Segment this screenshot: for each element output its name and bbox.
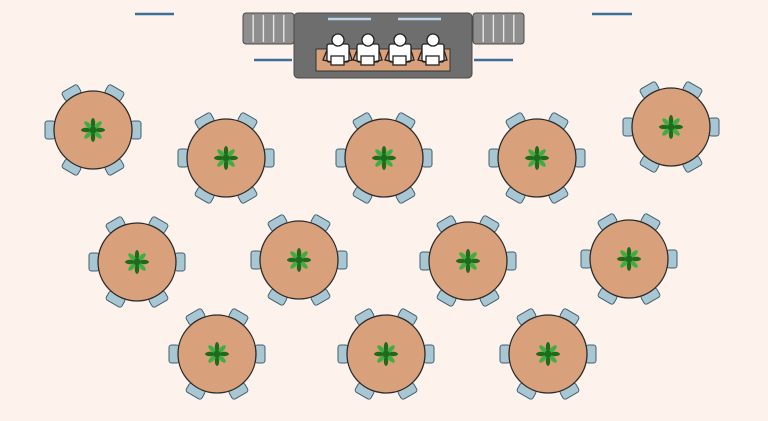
- round-table-10[interactable]: [168, 308, 266, 400]
- wall-markers: [135, 12, 632, 62]
- plant-centerpiece-icon: [525, 146, 549, 170]
- round-table-11[interactable]: [337, 308, 435, 400]
- round-table-7[interactable]: [250, 214, 348, 306]
- round-table-4[interactable]: [488, 112, 586, 204]
- plant-centerpiece-icon: [205, 342, 229, 366]
- round-table-8[interactable]: [419, 215, 517, 307]
- round-table-9[interactable]: [580, 213, 678, 305]
- plant-centerpiece-icon: [659, 115, 683, 139]
- head-table-stage: [242, 12, 525, 79]
- round-table-12[interactable]: [499, 308, 597, 400]
- left-riser: [242, 12, 295, 45]
- round-table-6[interactable]: [88, 216, 186, 308]
- seated-person-icon: [417, 33, 448, 66]
- round-tables-area: [44, 81, 720, 400]
- round-table-2[interactable]: [177, 112, 275, 204]
- plant-centerpiece-icon: [372, 146, 396, 170]
- plant-centerpiece-icon: [374, 342, 398, 366]
- plant-centerpiece-icon: [617, 247, 641, 271]
- plant-centerpiece-icon: [287, 248, 311, 272]
- seated-person-icon: [322, 33, 353, 66]
- plant-centerpiece-icon: [536, 342, 560, 366]
- seated-person-icon: [352, 33, 383, 66]
- plant-centerpiece-icon: [456, 249, 480, 273]
- right-riser: [472, 12, 525, 45]
- round-table-1[interactable]: [44, 84, 142, 176]
- round-table-3[interactable]: [335, 112, 433, 204]
- round-table-5[interactable]: [622, 81, 720, 173]
- plant-centerpiece-icon: [81, 118, 105, 142]
- plant-centerpiece-icon: [214, 146, 238, 170]
- plant-centerpiece-icon: [125, 250, 149, 274]
- seated-person-icon: [384, 33, 415, 66]
